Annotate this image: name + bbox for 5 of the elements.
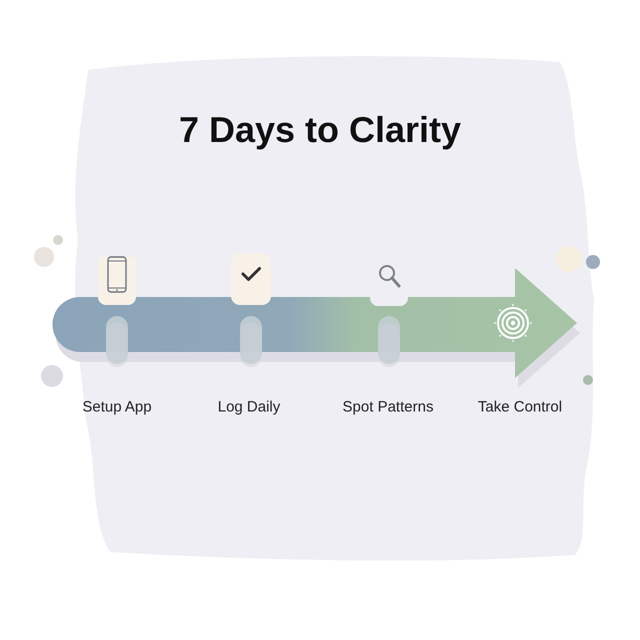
step-label: Spot Patterns [342, 398, 434, 416]
step-label: Log Daily [218, 398, 280, 416]
step-label: Setup App [82, 398, 152, 416]
step-label: Take Control [478, 398, 562, 416]
title: 7 Days to Clarity [178, 109, 462, 151]
